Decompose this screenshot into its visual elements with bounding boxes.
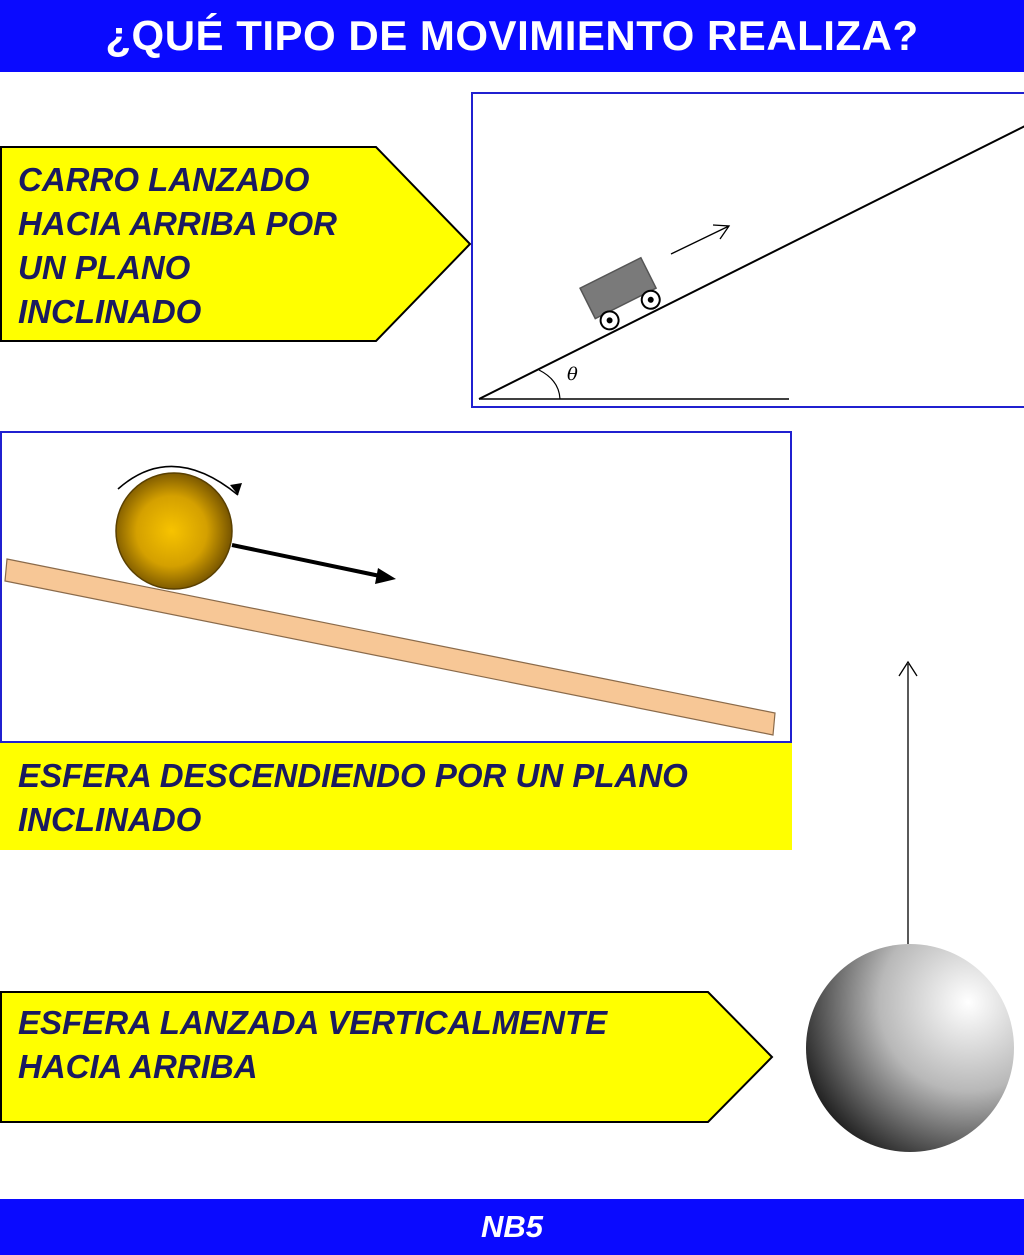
cart-callout-arrow-shape xyxy=(0,146,472,342)
cart-callout: CARRO LANZADO HACIA ARRIBA POR UN PLANO … xyxy=(0,146,472,342)
cart-body xyxy=(579,256,658,320)
angle-label: θ xyxy=(567,364,578,385)
rotation-arrow xyxy=(117,465,239,496)
cart-diagram xyxy=(478,125,1024,400)
footer-bar: NB5 xyxy=(0,1199,1024,1255)
footer-text: NB5 xyxy=(480,1209,543,1244)
sphere-motion-arrow xyxy=(231,543,381,578)
vertical-callout: ESFERA LANZADA VERTICALMENTE HACIA ARRIB… xyxy=(0,991,774,1123)
sphere-ramp-diagram xyxy=(4,465,776,736)
incline-line xyxy=(478,125,1024,400)
sphere-ramp-label: ESFERA DESCENDIENDO POR UN PLANO INCLINA… xyxy=(0,743,792,850)
ramp xyxy=(4,558,776,736)
vertical-callout-text: ESFERA LANZADA VERTICALMENTE HACIA ARRIB… xyxy=(18,1004,608,1085)
cart xyxy=(579,256,661,331)
angle-arc xyxy=(538,369,561,400)
page-title: ¿QUÉ TIPO DE MOVIMIENTO REALIZA? xyxy=(0,0,1024,72)
vertical-callout-arrow-shape xyxy=(0,991,774,1123)
page-title-text: ¿QUÉ TIPO DE MOVIMIENTO REALIZA? xyxy=(105,12,919,59)
rolling-sphere xyxy=(115,472,233,590)
cart-motion-arrow xyxy=(670,225,730,255)
sphere-ramp-panel xyxy=(0,431,792,743)
thrown-sphere xyxy=(806,944,1014,1152)
vertical-throw-diagram xyxy=(806,660,1014,1152)
cart-diagram-panel: θ xyxy=(471,92,1024,408)
cart-callout-text: CARRO LANZADO HACIA ARRIBA POR UN PLANO … xyxy=(18,161,337,330)
